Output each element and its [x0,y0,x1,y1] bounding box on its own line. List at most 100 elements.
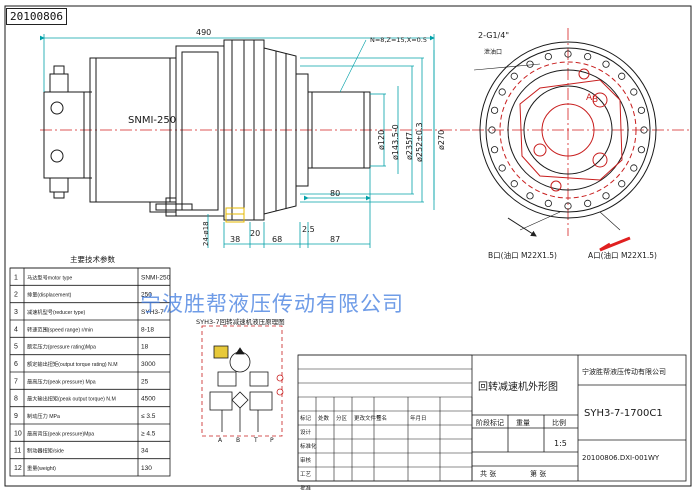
spec-row-param: 马达型号motor type [27,273,72,281]
spec-row-number: 3 [14,309,18,316]
port-label: 2-G1/4" [478,31,509,40]
schematic-port-p: P [270,437,274,444]
bolt-hole [564,50,572,58]
title-col-header: 处数 [318,414,330,422]
bolt-hole [544,199,552,208]
bolt-label: 24-ø18 [202,221,210,246]
motor-flange-outline [519,79,623,181]
spec-row-number: 11 [14,448,21,455]
bolt-hole [498,164,506,172]
title-row-label: 标准化 [300,442,317,450]
title-row-label: 批准 [300,484,312,490]
spec-row-number: 8 [14,396,18,403]
dim-spline: N=8,Z=15,X=0.5 [370,36,427,44]
side-view [40,39,470,223]
spec-row-param: 制动器扭矩/side [27,447,64,455]
motor-symbol [229,351,251,373]
drawing-border [4,5,692,487]
scale-value: 1:5 [554,439,567,448]
bolt-hole [510,72,518,80]
schematic-port-a: A [218,437,223,444]
end-view-labels: 2-G1/4" 泄油口 B口(油口 M22X1.5) A口(油口 M22X1.5… [478,31,657,260]
motor-valve-block [43,91,85,179]
dim-d120: ø120 [377,130,386,150]
spec-row-value: 25 [141,378,149,385]
title-col-header: 分区 [336,414,348,422]
spec-row-value: 4500 [141,396,156,403]
bolt-hole [510,180,518,188]
bolt-hole [640,126,648,134]
spec-row-number: 1 [14,274,18,281]
side-view-dimensions [40,34,435,248]
title-col-header: 标记 [300,414,312,422]
bolt-hole [544,52,552,61]
output-pinion [307,91,371,169]
port-b-label: B口(油口 M22X1.5) [488,250,557,260]
rotation-arrow-a [599,236,631,252]
bolt-hole [490,106,499,114]
mounting-bolt [155,203,193,211]
title-row-label: 设计 [300,428,312,436]
spec-row-value: 8-18 [141,326,154,333]
side-view-labels: 490 N=8,Z=15,X=0.5 SNMI-250 ø120 ø143.5-… [128,28,446,246]
dim-80: 80 [330,189,340,198]
spec-row-value: 130 [141,465,152,472]
spec-row-param: 额定输出扭矩(output torque rating) N.M [27,360,118,368]
bolt-hole [637,146,646,154]
spec-row-param: 减速机型号(reducer type) [27,308,86,316]
bolt-hole [618,180,626,188]
bolt-hole [498,88,506,96]
spec-row-param: 排量(displacement) [27,291,72,299]
bolt-hole [488,126,496,134]
spec-row-value: ≥ 4.5 [141,430,156,437]
bolt-hole [584,52,592,61]
schematic-port-b: B [236,437,240,444]
spec-row-value: 18 [141,344,149,351]
bolt-hole [637,106,646,114]
dim-d270: ø270 [437,130,446,150]
spec-row-value: 3000 [141,361,156,368]
weight-label: 重量 [516,419,530,427]
file-code: 20100806.DXI-001WY [582,454,660,462]
hydraulic-schematic [201,325,284,437]
arrow-a-letter: A [586,93,593,103]
bolt-hole [526,60,534,68]
company-watermark: 宁波胜帮液压传动有限公司 [140,292,404,316]
spec-row-value: ≤ 3.5 [141,413,156,420]
spec-row-value: SYH3-7 [141,309,164,316]
bolt-hole [630,88,638,96]
drawing-name: 回转减速机外形图 [478,380,558,393]
bolt-hole [602,192,610,200]
bolt-hole [584,199,592,208]
spec-row-param: 重量(weight) [27,464,56,472]
spec-row-value: 34 [141,448,149,455]
spec-row-value: SNMI-250 [141,274,171,281]
port-a-circle [592,92,608,108]
schematic-port-t: T [253,437,258,444]
title-row-label: 审核 [300,456,312,464]
spec-row-number: 7 [14,378,18,385]
title-row-label: 工艺 [300,471,312,478]
spec-row-number: 9 [14,413,18,420]
drawing-code: 20100806 [6,8,67,25]
end-view-outer [479,41,657,219]
bolt-hole [602,60,610,68]
spec-table-title: 主要技术参数 [70,254,115,264]
spec-row-param: 最高背压(peak pressure)Mpa [27,429,94,437]
title-block-grid: 标记处数分区更改文件号签名年月日设计标准化审核工艺批准 [297,354,473,490]
spec-row-number: 6 [14,361,18,368]
stage-label: 阶段标记 [476,418,504,427]
company-name: 宁波胜帮液压传动有限公司 [582,367,666,376]
dim-d143: ø143.5-0 [391,124,400,160]
bolt-hole [564,202,572,210]
title-col-header: 更改文件号 [354,414,382,422]
title-block [297,354,687,482]
title-col-header: 签名 [376,414,387,422]
rotation-arrow-b [507,217,537,237]
bolt-hole [526,192,534,200]
sheet-no: 第 张 [530,469,546,478]
dim-2-5: 2.5 [302,225,315,234]
port-a-label: A口(油口 M22X1.5) [588,250,657,260]
bolt-hole [490,146,499,154]
